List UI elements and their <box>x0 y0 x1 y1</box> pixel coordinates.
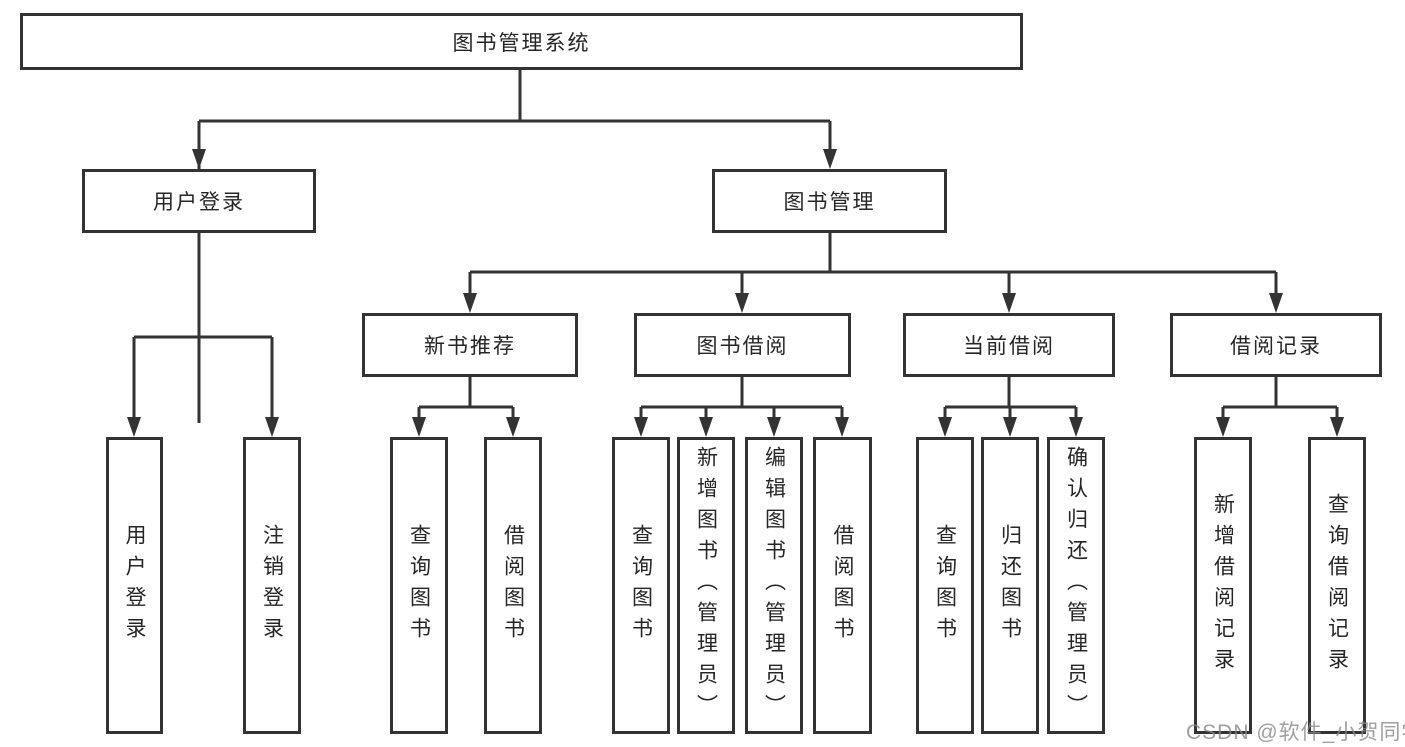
leaf-add-books-admin: 新增图书（管理员） <box>677 437 735 734</box>
leaf-logout: 注销登录 <box>243 437 301 734</box>
node-book-borrowing: 图书借阅 <box>634 313 851 377</box>
node-book-management: 图书管理 <box>712 169 947 233</box>
node-label: 编辑图书（管理员） <box>762 446 786 725</box>
node-new-book-recommend: 新书推荐 <box>362 313 578 377</box>
node-label: 图书借阅 <box>696 335 789 358</box>
leaf-add-borrow-record: 新增借阅记录 <box>1194 437 1252 734</box>
node-label: 注销登录 <box>260 523 284 648</box>
node-label: 查询图书 <box>407 523 431 648</box>
leaf-user-login: 用户登录 <box>106 437 163 734</box>
leaf-confirm-return-admin: 确认归还（管理员） <box>1047 437 1105 734</box>
leaf-borrow-books-recommend: 借阅图书 <box>484 437 542 734</box>
node-label: 借阅图书 <box>831 523 854 648</box>
node-label: 当前借阅 <box>963 335 1055 358</box>
node-label: 查询图书 <box>629 523 653 648</box>
node-current-borrowing: 当前借阅 <box>903 313 1115 377</box>
leaf-query-books-recommend: 查询图书 <box>390 437 448 734</box>
node-label: 用户登录 <box>123 523 146 648</box>
node-label: 查询图书 <box>933 523 957 648</box>
leaf-query-books-borrowing: 查询图书 <box>612 437 670 734</box>
node-label: 图书管理系统 <box>452 31 591 55</box>
csdn-watermark: CSDN @软件_小贺同学 <box>1186 721 1405 744</box>
node-label: 归还图书 <box>998 523 1022 648</box>
node-label: 图书管理 <box>783 191 876 214</box>
node-label: 新书推荐 <box>424 335 516 358</box>
leaf-edit-books-admin: 编辑图书（管理员） <box>745 437 803 734</box>
leaf-query-books-current: 查询图书 <box>916 437 974 734</box>
leaf-borrow-books: 借阅图书 <box>813 437 872 734</box>
node-label: 借阅图书 <box>501 523 525 648</box>
node-user-login: 用户登录 <box>82 169 316 233</box>
node-book-management-system: 图书管理系统 <box>20 13 1023 70</box>
leaf-query-borrow-record: 查询借阅记录 <box>1308 437 1366 734</box>
node-label: 借阅记录 <box>1230 335 1322 358</box>
node-label: 新增图书（管理员） <box>694 446 718 725</box>
node-borrow-records: 借阅记录 <box>1170 313 1382 377</box>
node-label: 用户登录 <box>153 191 245 214</box>
leaf-return-books: 归还图书 <box>981 437 1039 734</box>
node-label: 确认归还（管理员） <box>1064 446 1088 725</box>
node-label: 新增借阅记录 <box>1211 492 1235 679</box>
node-label: 查询借阅记录 <box>1325 492 1349 679</box>
